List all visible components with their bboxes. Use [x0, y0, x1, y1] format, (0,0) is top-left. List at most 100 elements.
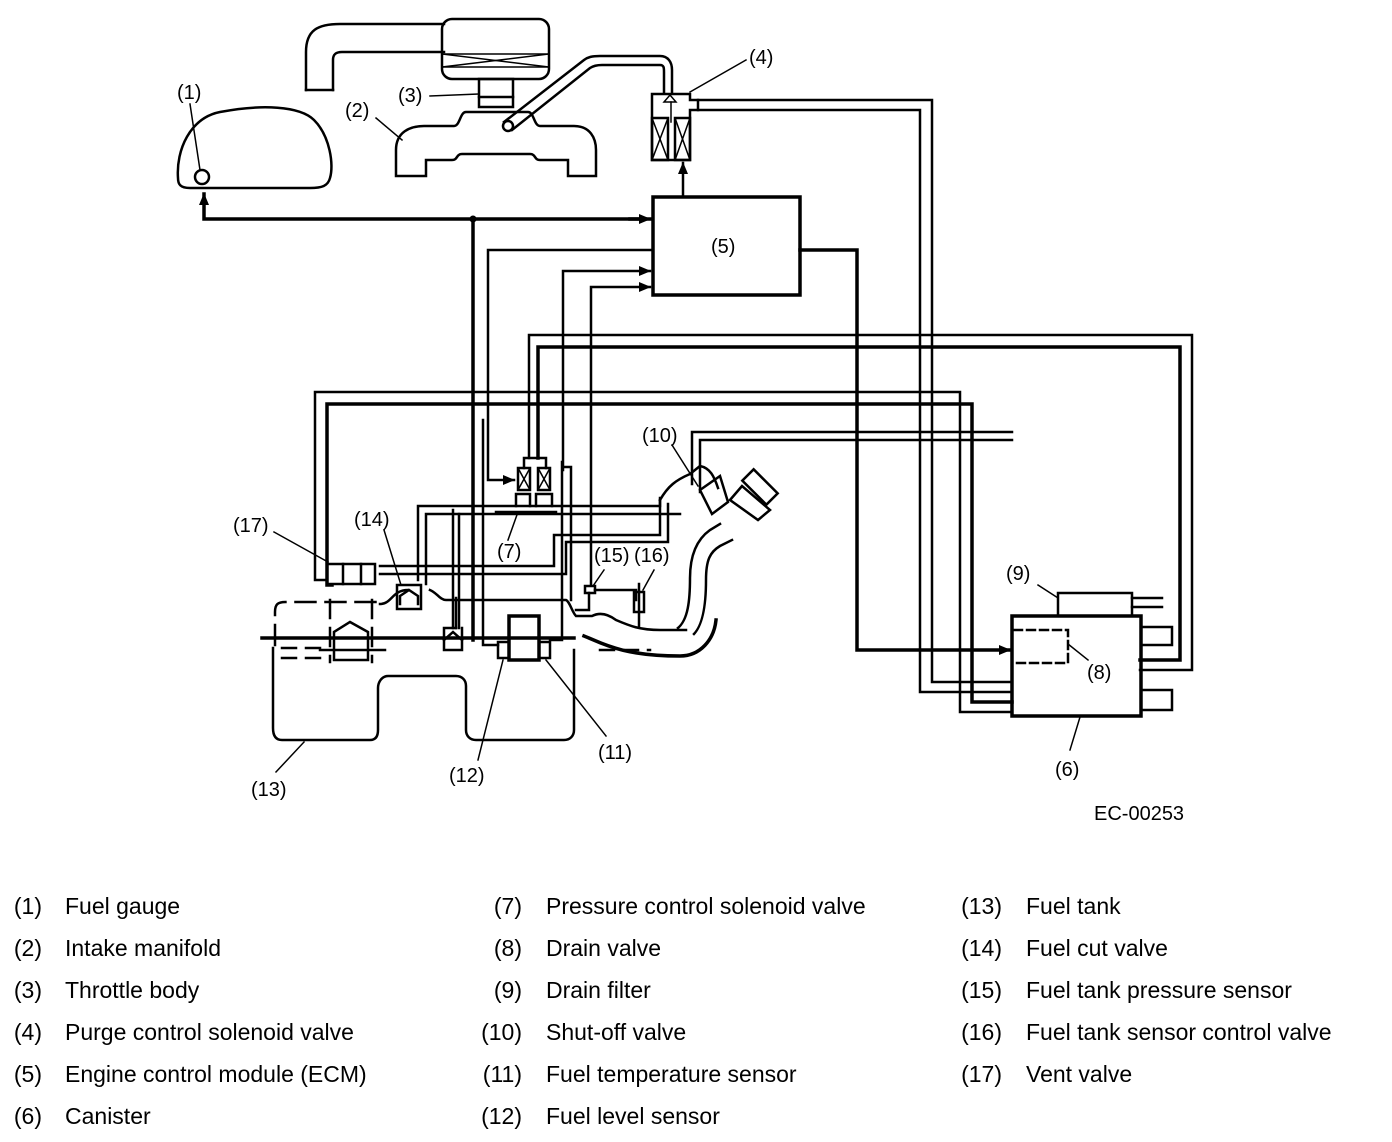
- callout-16: (16): [634, 545, 670, 567]
- shutoff-valve-pipes: [690, 430, 1014, 494]
- legend-item: (11) Fuel temperature sensor: [470, 1056, 950, 1096]
- callout-leader-15: [591, 568, 606, 588]
- drain-filter: [1056, 591, 1164, 618]
- legend-label: Purge control solenoid valve: [65, 1019, 354, 1045]
- fuel-gauge: [176, 106, 333, 190]
- legend-number: (13): [961, 893, 1002, 919]
- legend-item: (5) Engine control module (ECM): [0, 1056, 500, 1096]
- legend-label: Drain valve: [546, 935, 662, 961]
- callout-14: (14): [354, 509, 390, 531]
- ecm: [651, 195, 802, 297]
- callout-leader-12: [477, 659, 504, 761]
- legend-label: Intake manifold: [65, 935, 221, 961]
- tank-top-pipes: [378, 496, 682, 630]
- callout-2: (2): [345, 100, 369, 122]
- legend-number: (12): [481, 1103, 522, 1129]
- legend-item: (15) Fuel tank pressure sensor: [950, 972, 1390, 1012]
- legend-label: Fuel tank: [1026, 893, 1121, 919]
- callout-leader-10: [670, 443, 700, 488]
- intake-manifold: [394, 54, 674, 178]
- callout-15: (15): [594, 545, 630, 567]
- pcsv-pipes: [527, 333, 1194, 672]
- callout-leader-13: [274, 740, 306, 774]
- legend-item: (7) Pressure control solenoid valve: [470, 888, 950, 928]
- legend-item: (4) Purge control solenoid valve: [0, 1014, 500, 1054]
- legend-number: (5): [13, 1061, 42, 1087]
- fuel-tank-pressure-sensor: [574, 584, 638, 612]
- fuel-gauge-signal: [199, 192, 641, 221]
- callout-17: (17): [233, 515, 269, 537]
- legend-item: (8) Drain valve: [470, 930, 950, 970]
- legend-label: Canister: [65, 1103, 151, 1129]
- drain-valve: [1012, 628, 1070, 665]
- legend-label: Fuel tank sensor control valve: [1026, 1019, 1332, 1045]
- vent-valve: [325, 562, 377, 586]
- legend-label: Shut-off valve: [546, 1019, 687, 1045]
- fuel-tank-sensor-control-valve: [632, 582, 646, 628]
- legend-item: (17) Vent valve: [950, 1056, 1390, 1096]
- callout-leader-16: [641, 568, 656, 592]
- legend-number: (9): [493, 977, 522, 1003]
- legend-number: (3): [13, 977, 42, 1003]
- legend-number: (11): [482, 1061, 522, 1087]
- legend-label: Vent valve: [1026, 1061, 1133, 1087]
- legend-number: (2): [13, 935, 42, 961]
- callout-5: (5): [711, 236, 735, 258]
- callout-leader-8: [1066, 642, 1090, 662]
- callout-12: (12): [449, 765, 485, 787]
- legend-label: Fuel temperature sensor: [546, 1061, 797, 1087]
- legend-item: (2) Intake manifold: [0, 930, 500, 970]
- legend-item: (16) Fuel tank sensor control valve: [950, 1014, 1390, 1054]
- callout-leader-6: [1069, 716, 1081, 751]
- callout-6: (6): [1055, 759, 1079, 781]
- throttle-body: [477, 77, 515, 109]
- callout-9: (9): [1006, 563, 1030, 585]
- fuel-cut-valve: [395, 583, 423, 611]
- purge-control-solenoid-valve: [650, 92, 700, 162]
- callout-leader-9: [1036, 583, 1060, 600]
- legend-label: Drain filter: [546, 977, 651, 1003]
- legend-number: (1): [13, 893, 42, 919]
- callout-leader-14: [383, 529, 402, 586]
- callout-leader-2: [374, 116, 404, 142]
- legend-label: Pressure control solenoid valve: [546, 893, 866, 919]
- pressure-control-solenoid-valve: [494, 456, 558, 514]
- callout-leader-7: [507, 511, 519, 541]
- legend-number: (15): [961, 977, 1002, 1003]
- ecm-to-drain-valve-signal: [798, 248, 1012, 655]
- legend-item: (9) Drain filter: [470, 972, 950, 1012]
- callout-leader-4: [688, 58, 748, 94]
- legend-label: Engine control module (ECM): [65, 1061, 367, 1087]
- legend-label: Fuel level sensor: [546, 1103, 720, 1129]
- legend-number: (16): [961, 1019, 1002, 1045]
- legend-item: (13) Fuel tank: [950, 888, 1390, 928]
- legend-number: (10): [481, 1019, 522, 1045]
- legend-label: Throttle body: [65, 977, 200, 1003]
- callout-3: (3): [398, 85, 422, 107]
- sensor-input-1: [561, 266, 652, 472]
- sensor-wire-temp: [561, 465, 573, 602]
- callout-leader-17: [272, 530, 330, 564]
- callout-leader-1: [189, 103, 201, 171]
- callout-13: (13): [251, 779, 287, 801]
- legend-item: (12) Fuel level sensor: [470, 1098, 950, 1138]
- legend-number: (14): [961, 935, 1002, 961]
- callout-4: (4): [749, 47, 773, 69]
- purge-pipe: [696, 98, 1014, 694]
- callout-8: (8): [1087, 662, 1111, 684]
- legend-number: (4): [13, 1019, 42, 1045]
- fuel-tank: [260, 464, 780, 742]
- legend-item: (3) Throttle body: [0, 972, 500, 1012]
- legend-item: (14) Fuel cut valve: [950, 930, 1390, 970]
- callout-leader-11: [544, 658, 608, 738]
- evap-system-diagram: (1) (3) (2) (4): [176, 17, 1194, 825]
- figure-code: EC-00253: [1094, 803, 1184, 825]
- legend-number: (8): [493, 935, 522, 961]
- sensor-input-2: [589, 282, 652, 587]
- callout-10: (10): [642, 425, 678, 447]
- legend-label: Fuel cut valve: [1026, 935, 1168, 961]
- parts-legend: (1) Fuel gauge (2) Intake manifold (3) T…: [0, 888, 1392, 1142]
- air-intake-duct: [304, 22, 446, 92]
- callout-leader-3: [429, 93, 479, 97]
- legend-item: (1) Fuel gauge: [0, 888, 500, 928]
